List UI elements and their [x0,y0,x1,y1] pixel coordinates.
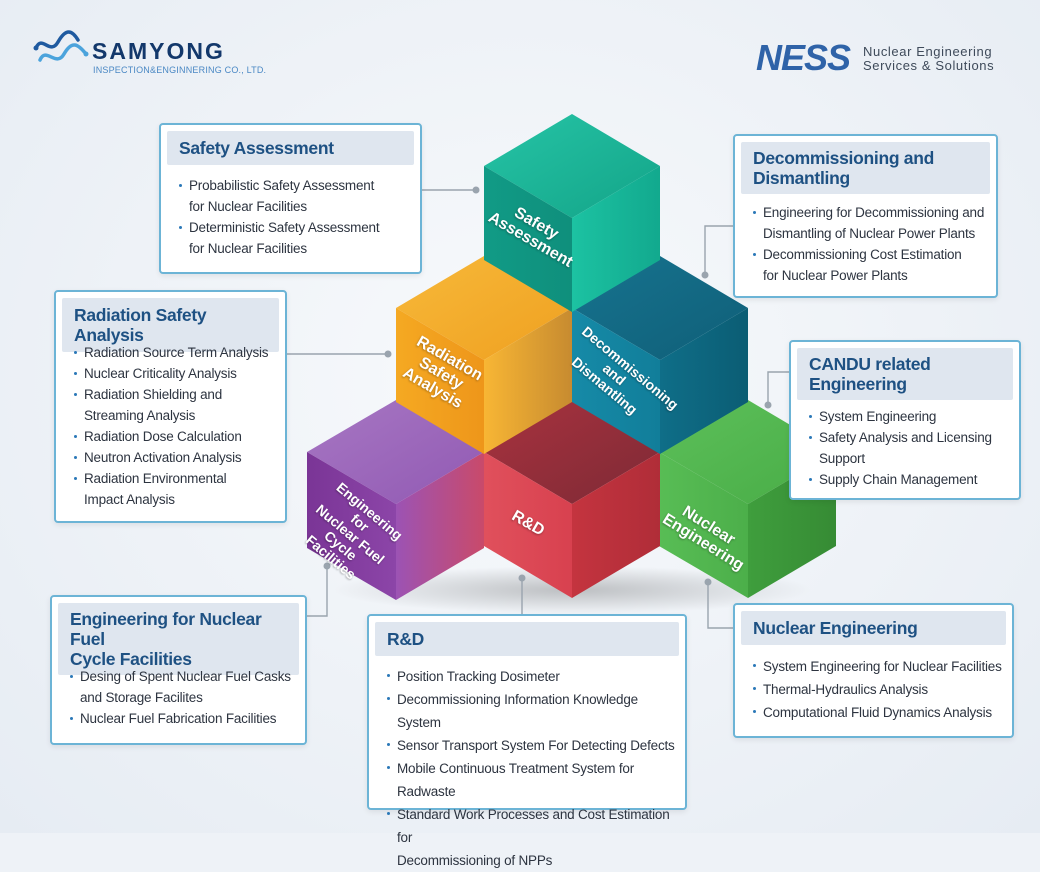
box-title-line1: Engineering for Nuclear Fuel [70,609,262,649]
list-item-cont: and Storage Facilites [80,690,203,705]
box-title: Decommissioning and Dismantling [741,142,990,194]
list-item: Standard Work Processes and Cost Estimat… [387,803,677,849]
box-title: Safety Assessment [167,131,414,165]
samyong-logo: SAMYONG INSPECTION&ENGINNERING CO., LTD. [32,26,272,78]
box-title: CANDU related Engineering [797,348,1013,400]
box-decommissioning: Decommissioning and Dismantling Engineer… [733,134,998,298]
box-title-line2: Dismantling [753,168,850,188]
box-safety-assessment: Safety Assessment Probabilistic Safety A… [159,123,422,274]
list-item-cont: for Nuclear Facilities [189,199,307,214]
list-item: Probabilistic Safety Assessment [179,175,412,196]
list-item-cont: for Nuclear Facilities [189,241,307,256]
box-title-line1: Decommissioning and [753,148,934,168]
list-item: Nuclear Fuel Fabrication Facilities [70,708,297,729]
list-item: Mobile Continuous Treatment System for R… [387,757,677,803]
samyong-mark-icon [33,30,89,62]
item-list: Engineering for Decommissioning and Dism… [753,202,988,286]
list-item: Engineering for Decommissioning and [753,202,988,223]
list-item: Safety Analysis and Licensing [809,427,1011,448]
box-title: Nuclear Engineering [741,611,1006,645]
box-nuclear-engineering: Nuclear Engineering System Engineering f… [733,603,1014,738]
list-item: Thermal-Hydraulics Analysis [753,678,1004,701]
list-item: Decommissioning Cost Estimation [753,244,988,265]
list-item: Radiation Environmental [74,468,277,489]
list-item: Desing of Spent Nuclear Fuel Casks [70,666,297,687]
list-item-cont: for Nuclear Power Plants [763,268,908,283]
list-item: Neutron Activation Analysis [74,447,277,468]
box-radiation-safety: Radiation Safety Analysis Radiation Sour… [54,290,287,523]
samyong-subtitle: INSPECTION&ENGINNERING CO., LTD. [93,65,267,75]
box-title-line1: CANDU related [809,354,931,374]
list-item: Radiation Source Term Analysis [74,342,277,363]
ness-tagline: Nuclear Engineering Services & Solutions [863,45,994,73]
list-item: Radiation Shielding and [74,384,277,405]
item-list: Radiation Source Term Analysis Nuclear C… [74,342,277,510]
list-item: System Engineering [809,406,1011,427]
ness-mark: NESS [756,37,851,78]
box-title-line2: Cycle Facilities [70,649,192,669]
ness-tagline-line1: Nuclear Engineering [863,44,993,59]
list-item-cont: Dismantling of Nuclear Power Plants [763,226,976,241]
box-candu: CANDU related Engineering System Enginee… [789,340,1021,500]
list-item: Supply Chain Management [809,469,1011,490]
list-item: Decommissioning Information Knowledge Sy… [387,688,677,734]
box-title: Radiation Safety Analysis [62,298,279,352]
list-item: Position Tracking Dosimeter [387,665,677,688]
list-item-cont: Impact Analysis [84,492,175,507]
box-title: R&D [375,622,679,656]
list-item-cont: Streaming Analysis [84,408,196,423]
item-list: System Engineering Safety Analysis and L… [809,406,1011,490]
item-list: Desing of Spent Nuclear Fuel Casks and S… [70,666,297,729]
item-list: System Engineering for Nuclear Facilitie… [753,655,1004,724]
list-item: System Engineering for Nuclear Facilitie… [753,655,1004,678]
item-list: Probabilistic Safety Assessment for Nucl… [179,175,412,259]
list-item: Deterministic Safety Assessment [179,217,412,238]
list-item: Computational Fluid Dynamics Analysis [753,701,1004,724]
list-item: Nuclear Criticality Analysis [74,363,277,384]
samyong-name: SAMYONG [92,38,225,64]
box-title: Engineering for Nuclear Fuel Cycle Facil… [58,603,299,675]
box-fuel-cycle: Engineering for Nuclear Fuel Cycle Facil… [50,595,307,745]
ness-tagline-line2: Services & Solutions [863,58,995,73]
box-title-line2: Engineering [809,374,907,394]
list-item: Sensor Transport System For Detecting De… [387,734,677,757]
box-rnd: R&D Position Tracking Dosimeter Decommis… [367,614,687,868]
item-list: Position Tracking Dosimeter Decommission… [387,665,677,872]
ness-logo: NESS Nuclear Engineering Services & Solu… [756,40,1016,76]
list-item-cont: Support [819,451,865,466]
list-item-cont: Decommissioning of NPPs [397,853,553,868]
list-item: Radiation Dose Calculation [74,426,277,447]
